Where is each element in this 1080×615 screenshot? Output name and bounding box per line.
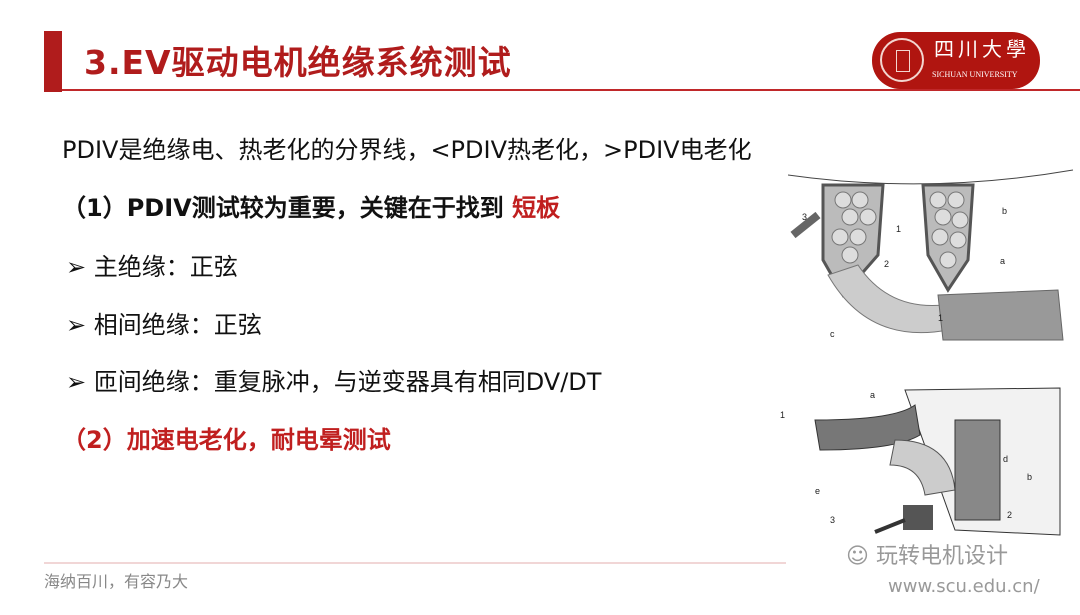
watermark-name: 玩转电机设计: [875, 544, 1008, 569]
title-accent-bar: [44, 31, 62, 92]
highlight-short-board: 短板: [512, 194, 561, 222]
figure-label: a: [870, 390, 875, 400]
figure-label: 1: [896, 224, 901, 234]
footer-divider: [44, 562, 786, 564]
logo-cn: 四川大學: [934, 37, 1030, 61]
arrow-bullet-icon: ➢: [66, 311, 94, 339]
title-divider: [62, 89, 1080, 91]
arrow-bullet-icon: ➢: [66, 368, 94, 396]
arrow-bullet-icon: ➢: [66, 253, 94, 281]
figure-label: d: [1003, 454, 1008, 464]
bullet-item: ➢ 匝间绝缘：重复脉冲，与逆变器具有相同DV/DT: [66, 362, 601, 397]
footer-motto: 海纳百川，有容乃大: [44, 572, 189, 591]
line-accelerated-aging: （2）加速电老化，耐电晕测试: [62, 426, 391, 454]
university-logo: 四川大學 SICHUAN UNIVERSITY: [872, 32, 1040, 89]
figure-label: 1: [938, 313, 943, 323]
figure-label: b: [1002, 206, 1007, 216]
figure-winding-end: 1 a d b e 2 3: [780, 387, 1061, 536]
bullet-text: 相间绝缘：正弦: [93, 311, 262, 339]
figure-label: 2: [1007, 510, 1012, 520]
figure-label: b: [1027, 472, 1032, 482]
line-pdiv-test-text: （1）PDIV测试较为重要，关键在于找到: [62, 194, 504, 222]
figure-label: 2: [884, 259, 889, 269]
seal-icon: [880, 38, 924, 82]
figure-label: c: [830, 329, 835, 339]
logo-en: SICHUAN UNIVERSITY: [932, 70, 1018, 79]
figure-label: a: [1000, 256, 1005, 266]
bullet-item: ➢ 相间绝缘：正弦: [66, 305, 262, 340]
figure-label: 1: [780, 410, 785, 420]
page-title: 3.EV驱动电机绝缘系统测试: [84, 43, 512, 82]
bullet-text: 匝间绝缘：重复脉冲，与逆变器具有相同DV/DT: [93, 368, 602, 396]
bullet-item: ➢ 主绝缘：正弦: [66, 247, 238, 282]
watermark-url: www.scu.edu.cn/: [888, 576, 1040, 597]
watermark: ☺ 玩转电机设计: [846, 544, 1008, 570]
figure-label: 3: [802, 212, 807, 222]
figure-slot-insulation: 3 1 2 b a c 1: [788, 169, 1074, 341]
bullet-text: 主绝缘：正弦: [93, 253, 238, 281]
line-pdiv: PDIV是绝缘电、热老化的分界线，<PDIV热老化，>PDIV电老化: [62, 136, 752, 164]
line-pdiv-test: （1）PDIV测试较为重要，关键在于找到 短板: [62, 188, 560, 223]
figure-label: e: [815, 486, 820, 496]
wechat-icon: ☺: [846, 544, 876, 569]
figure-label: 3: [830, 515, 835, 525]
